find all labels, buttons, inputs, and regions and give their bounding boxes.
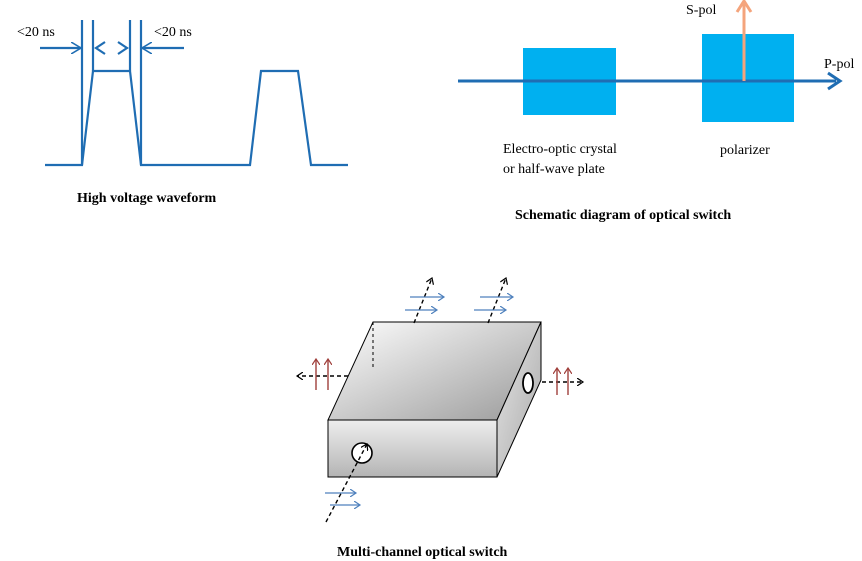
side-aperture-icon: [522, 372, 534, 394]
schematic-caption: Schematic diagram of optical switch: [515, 208, 731, 223]
top-beam-2-path: [487, 278, 506, 324]
s-pol-label: S-pol: [686, 3, 716, 18]
pulse-width-left-chevron: [94, 41, 106, 55]
crystal-label-line1: Electro-optic crystal: [503, 142, 617, 157]
waveform-pulse-1: [45, 69, 348, 167]
polarizer-box: [702, 34, 794, 122]
multichannel-caption: Multi-channel optical switch: [337, 545, 508, 560]
rise-time-label: <20 ns: [17, 25, 55, 40]
p-pol-arrowhead: [827, 71, 843, 91]
switch-schematic-panel: [458, 0, 843, 122]
p-pol-label: P-pol: [824, 57, 854, 72]
s-pol-arrowhead: [735, 0, 753, 13]
waveform-panel: [40, 20, 348, 167]
multichannel-panel: [297, 278, 583, 523]
crystal-label-line2: or half-wave plate: [503, 162, 605, 177]
top-beam-1-path: [413, 278, 432, 324]
pulse-width-right-chevron: [117, 41, 129, 55]
front-beam-path: [325, 444, 367, 523]
polarizer-label: polarizer: [720, 143, 770, 158]
fall-time-label: <20 ns: [154, 25, 192, 40]
waveform-caption: High voltage waveform: [77, 191, 217, 206]
